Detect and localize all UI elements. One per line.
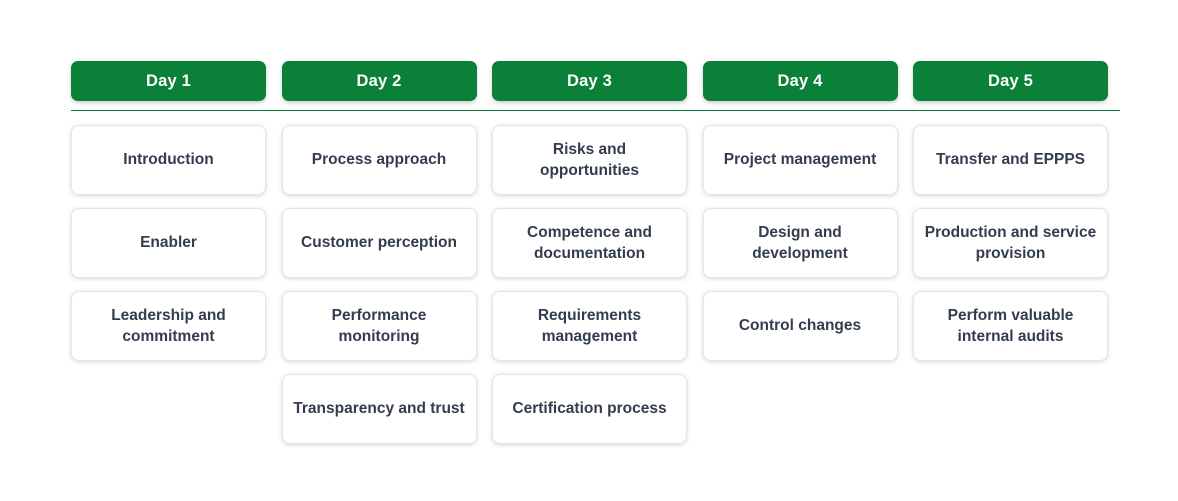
- day-column-2: Day 2 Process approach Customer percepti…: [281, 61, 477, 444]
- day-columns-container: Day 1 Introduction Enabler Leadership an…: [71, 61, 1108, 444]
- topic-card[interactable]: Project management: [702, 125, 898, 195]
- topic-card[interactable]: Certification process: [492, 374, 687, 444]
- day-header-4[interactable]: Day 4: [702, 61, 898, 101]
- day-column-1: Day 1 Introduction Enabler Leadership an…: [71, 61, 266, 444]
- topic-card[interactable]: Performance monitoring: [281, 291, 477, 361]
- topic-card[interactable]: Control changes: [702, 291, 898, 361]
- day-header-2[interactable]: Day 2: [281, 61, 477, 101]
- topic-card[interactable]: Introduction: [71, 125, 266, 195]
- day-column-5: Day 5 Transfer and EPPPS Production and …: [913, 61, 1108, 444]
- topic-card[interactable]: Perform valuable internal audits: [913, 291, 1108, 361]
- topic-card[interactable]: Enabler: [71, 208, 266, 278]
- day-column-3: Day 3 Risks and opportunities Competence…: [492, 61, 687, 444]
- topic-card[interactable]: Requirements management: [492, 291, 687, 361]
- topic-card[interactable]: Customer perception: [281, 208, 477, 278]
- topic-card[interactable]: Transfer and EPPPS: [913, 125, 1108, 195]
- topic-card[interactable]: Design and development: [702, 208, 898, 278]
- day-column-4: Day 4 Project management Design and deve…: [702, 61, 898, 444]
- topic-card[interactable]: Leadership and commitment: [71, 291, 266, 361]
- topic-card[interactable]: Process approach: [281, 125, 477, 195]
- topic-card[interactable]: Risks and opportunities: [492, 125, 687, 195]
- day-3-card-list: Risks and opportunities Competence and d…: [492, 125, 687, 444]
- topic-card[interactable]: Production and service provision: [913, 208, 1108, 278]
- topic-card[interactable]: Competence and documentation: [492, 208, 687, 278]
- day-2-card-list: Process approach Customer perception Per…: [281, 125, 477, 444]
- day-5-card-list: Transfer and EPPPS Production and servic…: [913, 125, 1108, 361]
- topic-card[interactable]: Transparency and trust: [281, 374, 477, 444]
- day-header-1[interactable]: Day 1: [71, 61, 266, 101]
- day-4-card-list: Project management Design and developmen…: [702, 125, 898, 361]
- day-header-5[interactable]: Day 5: [913, 61, 1108, 101]
- day-1-card-list: Introduction Enabler Leadership and comm…: [71, 125, 266, 361]
- header-divider-rule: [71, 110, 1120, 112]
- day-header-3[interactable]: Day 3: [492, 61, 687, 101]
